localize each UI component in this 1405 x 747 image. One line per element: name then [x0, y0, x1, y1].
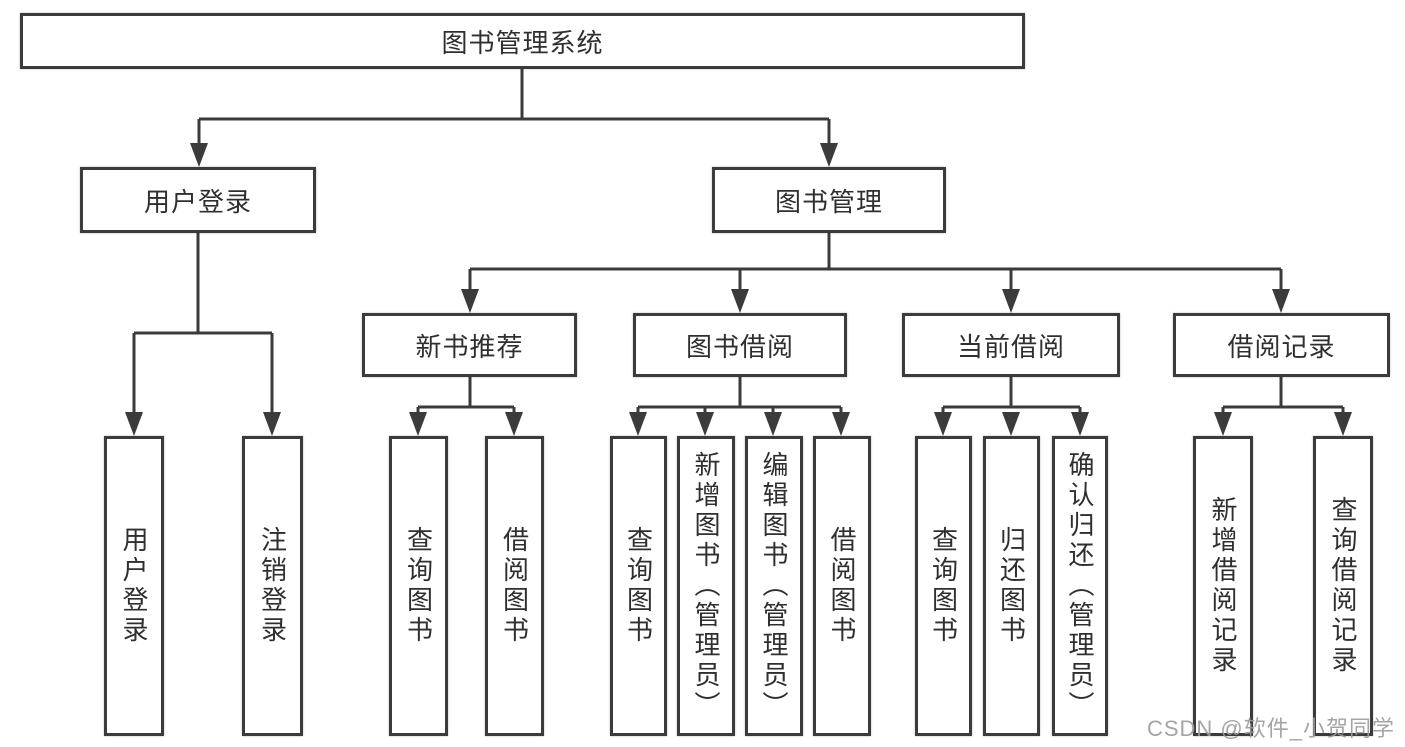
arrowheads — [125, 143, 1352, 436]
node-current-borrowing-label: 当前借阅 — [956, 331, 1065, 362]
node-leaf-add-borrow-record: 新增借阅记录 — [1193, 436, 1253, 736]
node-library-system-label: 图书管理系统 — [441, 27, 604, 58]
node-borrowing-records-label: 借阅记录 — [1227, 331, 1336, 362]
node-leaf-add-books-admin: 新增图书（管理员） — [677, 436, 735, 736]
node-leaf-query-books-1-label: 查询图书 — [403, 526, 434, 646]
node-leaf-confirm-return-admin: 确认归还（管理员） — [1052, 436, 1108, 736]
node-user-login-label: 用户登录 — [143, 186, 252, 217]
node-leaf-user-login-label: 用户登录 — [119, 526, 149, 646]
node-leaf-query-books-3: 查询图书 — [915, 436, 972, 736]
node-new-book-recommend-label: 新书推荐 — [415, 331, 524, 362]
node-library-system: 图书管理系统 — [20, 13, 1025, 69]
node-leaf-user-login: 用户登录 — [104, 436, 164, 736]
node-leaf-add-books-admin-label: 新增图书（管理员） — [691, 451, 721, 721]
node-leaf-logout-label: 注销登录 — [257, 526, 288, 646]
node-leaf-query-books-1: 查询图书 — [389, 436, 448, 736]
node-leaf-query-borrow-record: 查询借阅记录 — [1313, 436, 1373, 736]
node-leaf-return-books: 归还图书 — [983, 436, 1040, 736]
node-leaf-query-books-2: 查询图书 — [610, 436, 667, 736]
node-book-borrowing-label: 图书借阅 — [685, 331, 794, 362]
node-leaf-confirm-return-admin-label: 确认归还（管理员） — [1065, 451, 1095, 721]
node-borrowing-records: 借阅记录 — [1173, 313, 1390, 377]
node-book-management: 图书管理 — [712, 167, 946, 233]
node-leaf-edit-books-admin-label: 编辑图书（管理员） — [759, 451, 789, 721]
node-leaf-query-borrow-record-label: 查询借阅记录 — [1328, 496, 1358, 676]
node-current-borrowing: 当前借阅 — [902, 313, 1120, 377]
node-book-borrowing: 图书借阅 — [633, 313, 847, 377]
node-leaf-return-books-label: 归还图书 — [996, 526, 1027, 646]
node-book-management-label: 图书管理 — [774, 186, 883, 217]
node-user-login: 用户登录 — [80, 167, 316, 233]
node-leaf-borrow-books-1-label: 借阅图书 — [499, 526, 530, 646]
node-leaf-query-books-3-label: 查询图书 — [928, 526, 959, 646]
node-leaf-logout: 注销登录 — [242, 436, 303, 736]
node-leaf-borrow-books-2: 借阅图书 — [813, 436, 871, 736]
node-leaf-add-borrow-record-label: 新增借阅记录 — [1208, 496, 1238, 676]
node-leaf-query-books-2-label: 查询图书 — [623, 526, 654, 646]
csdn-watermark: CSDN @软件_小贺同学 — [1146, 716, 1395, 741]
node-leaf-borrow-books-1: 借阅图书 — [485, 436, 544, 736]
node-leaf-edit-books-admin: 编辑图书（管理员） — [745, 436, 803, 736]
node-new-book-recommend: 新书推荐 — [362, 313, 577, 377]
node-leaf-borrow-books-2-label: 借阅图书 — [827, 526, 857, 646]
